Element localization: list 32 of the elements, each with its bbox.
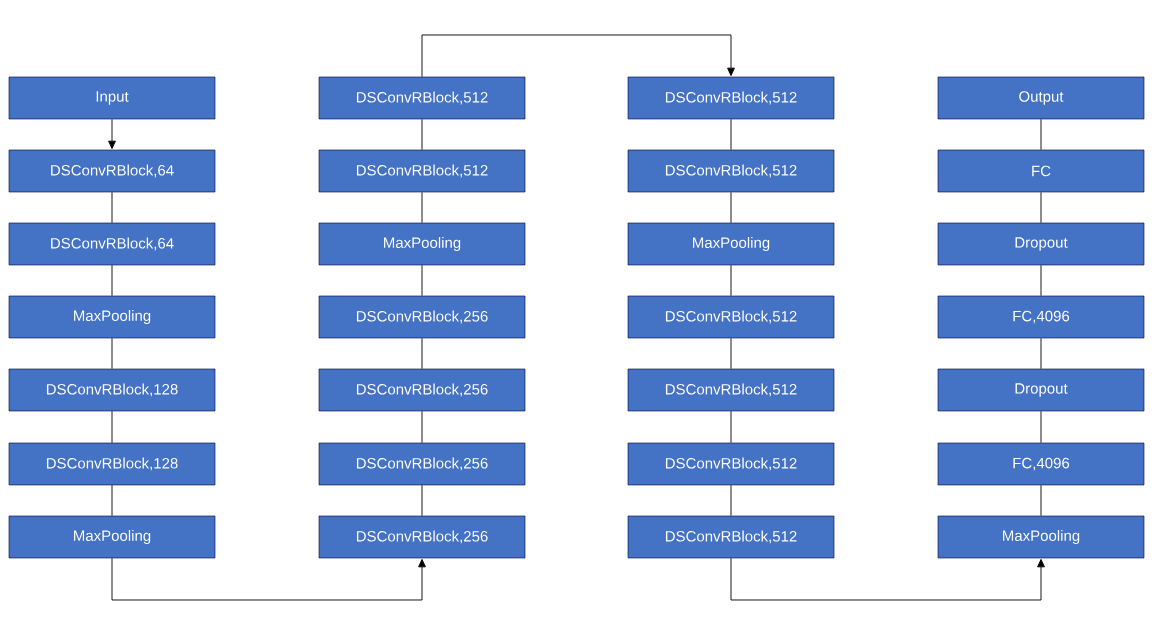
layer-box: Output (937, 76, 1145, 120)
layer-box: DSConvRBlock,512 (627, 149, 835, 193)
layer-box: FC,4096 (937, 295, 1145, 339)
connector-arrow (730, 557, 1045, 601)
layer-box: DSConvRBlock,256 (318, 515, 526, 559)
layer-box: DSConvRBlock,128 (8, 368, 216, 412)
layer-box: DSConvRBlock,512 (627, 368, 835, 412)
connector-arrow (111, 557, 426, 601)
connector-arrow (108, 118, 116, 150)
layer-box: DSConvRBlock,64 (8, 222, 216, 266)
layer-box: FC (937, 149, 1145, 193)
connector-arrow (421, 34, 735, 78)
layer-box: DSConvRBlock,256 (318, 295, 526, 339)
layer-box: DSConvRBlock,512 (627, 442, 835, 486)
layer-box: DSConvRBlock,512 (318, 149, 526, 193)
layer-box: DSConvRBlock,256 (318, 442, 526, 486)
layer-box: Dropout (937, 222, 1145, 266)
layer-box: Dropout (937, 368, 1145, 412)
layer-box: DSConvRBlock,128 (8, 442, 216, 486)
layer-box: DSConvRBlock,64 (8, 149, 216, 193)
layer-box: MaxPooling (8, 295, 216, 339)
layer-box: DSConvRBlock,512 (318, 76, 526, 120)
layer-box: MaxPooling (8, 515, 216, 559)
layer-box: DSConvRBlock,512 (627, 295, 835, 339)
layer-box: DSConvRBlock,512 (627, 76, 835, 120)
layer-box: MaxPooling (318, 222, 526, 266)
layer-box: MaxPooling (937, 515, 1145, 559)
layer-box: DSConvRBlock,512 (627, 515, 835, 559)
layer-box: DSConvRBlock,256 (318, 368, 526, 412)
layer-box: FC,4096 (937, 442, 1145, 486)
layer-box: MaxPooling (627, 222, 835, 266)
layer-box: Input (8, 76, 216, 120)
